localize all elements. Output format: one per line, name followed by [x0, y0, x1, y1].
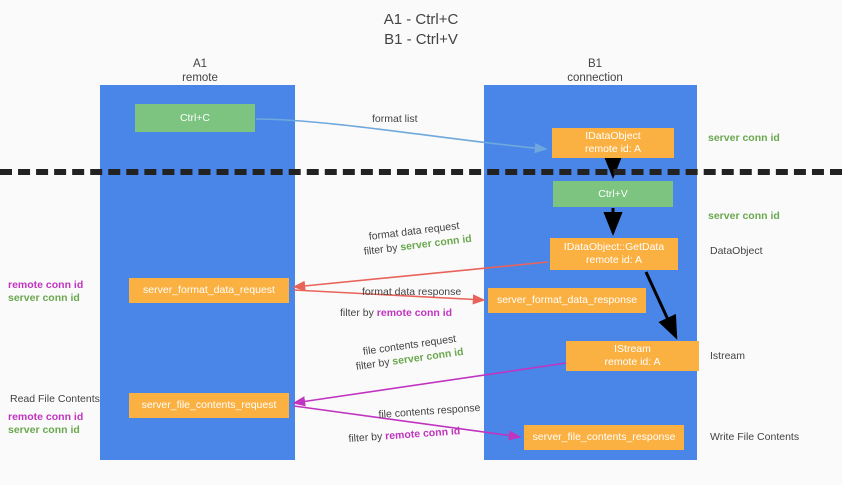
label-left-conn-ids-top: remote conn id server conn id — [8, 279, 83, 305]
box-getdata-subtitle: remote id: A — [585, 254, 643, 266]
filter-value-remote-conn-id: remote conn id — [384, 425, 461, 443]
lane-header-b1: B1 connection — [520, 58, 670, 85]
label-format-data-response-filter: filter by remote conn id — [340, 306, 452, 320]
label-istream: Istream — [710, 350, 746, 362]
box-istream[interactable]: IStream remote id: A — [566, 341, 699, 371]
label-server-conn-id-mid: server conn id — [708, 210, 780, 222]
box-ctrl-v-label: Ctrl+V — [598, 187, 628, 200]
box-istream-title: IStream — [614, 343, 651, 355]
label-format-data-response: format data response — [362, 286, 462, 298]
filter-prefix: filter by — [348, 430, 386, 445]
label-remote-conn-id-b: remote conn id — [8, 411, 84, 423]
filter-prefix: filter by — [363, 241, 402, 258]
filter-prefix: filter by — [340, 307, 377, 319]
box-ctrl-c[interactable]: Ctrl+C — [135, 104, 255, 132]
divider-dashed — [0, 169, 842, 175]
box-istream-subtitle: remote id: A — [604, 356, 661, 368]
label-server-conn-id-top: server conn id — [708, 132, 780, 144]
box-server-format-data-response[interactable]: server_format_data_response — [488, 288, 646, 313]
lane-b1-name: B1 — [587, 58, 603, 70]
box-ctrl-v[interactable]: Ctrl+V — [553, 181, 673, 207]
lane-b1-sub: connection — [567, 71, 623, 84]
lane-a1-sub: remote — [182, 71, 218, 84]
label-left-conn-ids-bottom: remote conn id server conn id — [8, 411, 83, 437]
box-server-format-data-request[interactable]: server_format_data_request — [129, 278, 289, 303]
label-server-conn-id-b: server conn id — [8, 424, 80, 436]
page-title: A1 - Ctrl+C B1 - Ctrl+V — [0, 10, 842, 50]
label-dataobject: DataObject — [710, 245, 763, 257]
box-idataobject-title: IDataObject — [585, 130, 641, 142]
label-remote-conn-id-a: remote conn id — [8, 279, 84, 291]
filter-value-remote-conn-id: remote conn id — [376, 307, 453, 319]
label-format-list: format list — [372, 113, 418, 125]
box-getdata[interactable]: IDataObject::GetData remote id: A — [550, 238, 678, 270]
label-file-contents-response-filter: filter by remote conn id — [348, 424, 461, 446]
box-idataobject-subtitle: remote id: A — [584, 143, 642, 155]
lane-header-a1: A1 remote — [130, 58, 270, 85]
title-line-2: B1 - Ctrl+V — [384, 31, 458, 48]
box-ctrl-c-label: Ctrl+C — [179, 111, 211, 124]
box-server-file-contents-response-label: server_file_contents_response — [532, 431, 676, 443]
box-server-format-data-response-label: server_format_data_response — [496, 294, 638, 306]
filter-prefix: filter by — [355, 355, 394, 373]
label-server-conn-id-a: server conn id — [8, 292, 80, 304]
lane-a1-name: A1 — [192, 58, 208, 70]
box-server-file-contents-response[interactable]: server_file_contents_response — [524, 425, 684, 450]
box-server-format-data-request-label: server_format_data_request — [143, 284, 275, 296]
title-line-1: A1 - Ctrl+C — [383, 11, 459, 28]
label-write-file-contents: Write File Contents — [710, 431, 800, 443]
box-server-file-contents-request[interactable]: server_file_contents_request — [129, 393, 289, 418]
box-idataobject[interactable]: IDataObject remote id: A — [552, 128, 674, 158]
label-read-file-contents: Read File Contents — [10, 393, 100, 405]
box-getdata-title: IDataObject::GetData — [563, 241, 665, 253]
box-server-file-contents-request-label: server_file_contents_request — [141, 399, 277, 411]
label-file-contents-response: file contents response — [378, 401, 481, 421]
